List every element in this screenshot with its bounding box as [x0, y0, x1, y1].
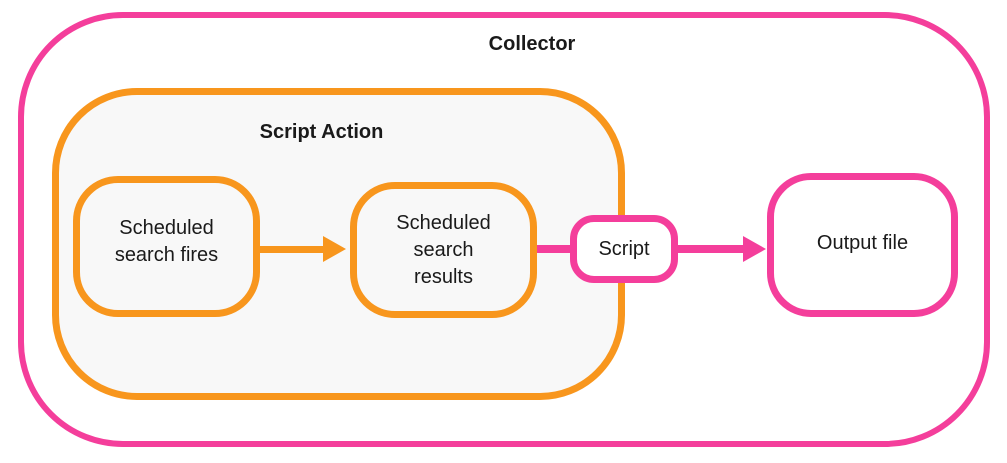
- connector-fires-to-results-line: [260, 246, 324, 253]
- node-scheduled-search-fires-label: Scheduled search fires: [114, 216, 219, 266]
- script-action-label: Script Action: [259, 121, 384, 143]
- node-script-label: Script: [598, 237, 650, 260]
- node-output-file: Output file: [767, 173, 958, 317]
- node-output-file-label: Output file: [816, 231, 909, 254]
- arrow-right-icon: [743, 236, 766, 262]
- connector-results-to-script-line: [535, 245, 575, 253]
- node-script: Script: [570, 215, 678, 283]
- script-action-container: Script Action: [52, 88, 625, 400]
- connector-script-to-output-line: [676, 245, 744, 253]
- node-scheduled-search-results: Scheduled search results: [350, 182, 537, 318]
- arrow-right-icon: [323, 236, 346, 262]
- node-scheduled-search-results-label: Scheduled search results: [396, 211, 491, 288]
- collector-label: Collector: [488, 33, 576, 55]
- node-scheduled-search-fires: Scheduled search fires: [73, 176, 260, 317]
